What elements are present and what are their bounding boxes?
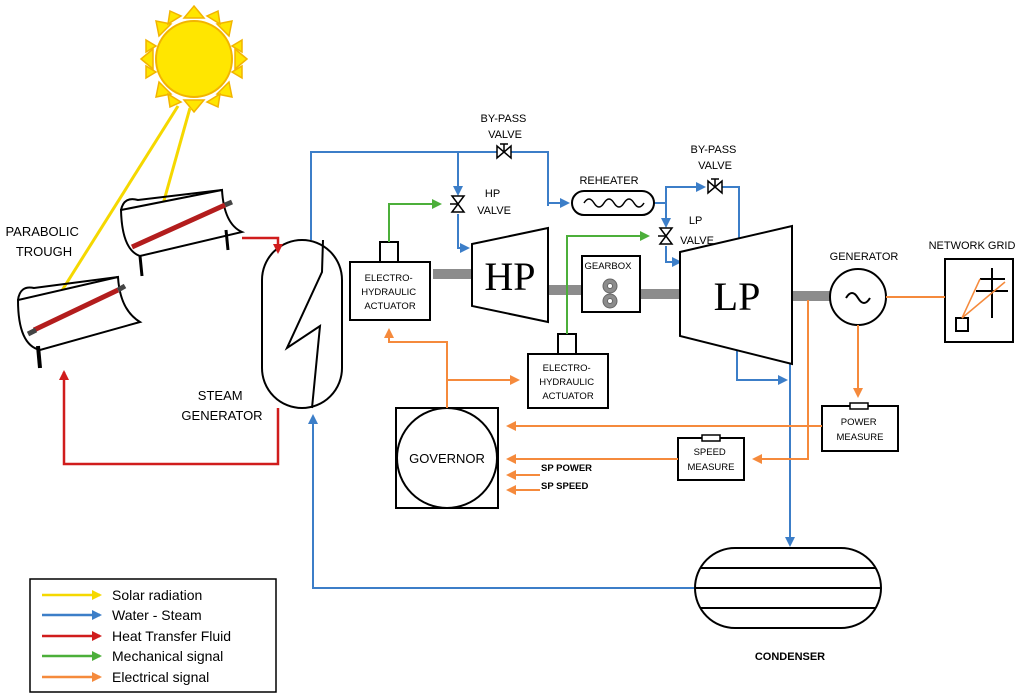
htf-line-return [59,370,280,466]
sp-speed-label: SP SPEED [541,481,588,492]
steam-to-lp-turbine [665,246,682,267]
legend-label-solar: Solar radiation [112,587,202,603]
electro-hydraulic-actuator-1 [349,241,431,321]
steam-reheater-out [654,182,706,204]
gear-icon [602,278,618,309]
steam-generator-label: STEAM GENERATOR [181,388,262,423]
hp-valve-label: HP VALVE [477,188,511,217]
solar-ray-1 [54,105,180,302]
electro-hydraulic-actuator-2 [527,333,609,409]
reheater-label: REHEATER [579,175,638,187]
parabolic-trough-back [119,188,246,277]
condenser-label: CONDENSER [755,651,825,663]
legend-label-mechanical: Mechanical signal [112,648,223,664]
legend-label-heat-transfer: Heat Transfer Fluid [112,628,231,644]
bypass-valve-lp-label: BY-PASS VALVE [691,144,740,172]
condensate-return [308,414,695,589]
speed-measure-label: SPEED MEASURE [688,447,735,473]
lp-valve-label: LP VALVE [680,215,714,247]
hp-turbine-label: HP [484,254,535,299]
power-measure [821,402,899,452]
mech-signal-lp-valve [566,231,650,334]
steam-line-main [310,151,497,240]
gearbox-label: GEARBOX [585,261,633,272]
reheater [571,190,655,216]
steam-to-hp-turbine [457,214,470,253]
parabolic-trough-label: PARABOLIC TROUGH [5,224,82,259]
power-measure-label: POWER MEASURE [837,417,884,443]
steam-bypass-hp [510,151,570,208]
bypass-valve-hp-icon [496,143,512,160]
steam-generator [261,239,343,409]
network-grid-label: NETWORK GRID [929,240,1016,252]
elec-governor-to-actuator-1 [384,328,448,408]
bypass-valve-lp-icon [707,178,723,195]
mech-signal-hp-valve [388,199,442,242]
elec-shaft-to-speed-measure [752,300,809,464]
network-grid [944,258,1014,343]
lp-valve-icon [658,227,674,245]
bypass-valve-hp-label: BY-PASS VALVE [481,113,530,141]
hp-valve-icon [450,195,466,213]
speed-measure [677,434,745,481]
lp-turbine-label: LP [714,274,761,319]
legend-label-water-steam: Water - Steam [112,607,202,623]
steam-lp-exhaust-1 [736,348,788,385]
parabolic-trough-front [16,275,143,369]
legend: Solar radiation Water - Steam Heat Trans… [29,578,277,693]
actuator-2-label: ELECTRO- HYDRAULIC ACTUATOR [539,363,597,402]
htf-line-to-steam-generator [242,236,283,254]
gearbox [581,255,641,313]
governor-label: GOVERNOR [409,451,485,466]
generator [829,268,887,326]
sun-icon [139,4,249,114]
actuator-1-label: ELECTRO- HYDRAULIC ACTUATOR [361,273,419,312]
legend-label-electrical: Electrical signal [112,669,209,685]
lp-turbine [679,224,793,366]
steam-bypass-lp [722,186,740,250]
hp-turbine [471,226,549,324]
condenser [694,547,882,629]
sp-power-label: SP POWER [541,463,592,474]
governor [395,407,499,509]
generator-label: GENERATOR [830,251,899,263]
